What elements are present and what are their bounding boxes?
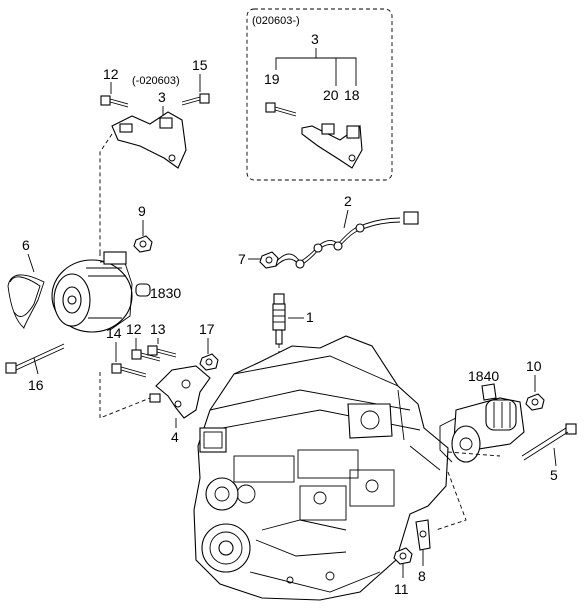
alternator xyxy=(51,251,133,333)
leader-3-inset xyxy=(275,57,357,86)
callout-12-low: 12 xyxy=(126,321,142,337)
nut-17 xyxy=(199,353,219,371)
callout-1: 1 xyxy=(306,309,314,325)
callout-3-inset: 3 xyxy=(311,31,319,47)
callout-15: 15 xyxy=(192,57,208,73)
callout-8: 8 xyxy=(418,568,426,584)
dash-bracket-8 xyxy=(435,471,467,531)
bolt-12-top xyxy=(100,95,129,108)
callout-16: 16 xyxy=(28,377,44,393)
engine-block xyxy=(193,335,449,601)
bolt-19 xyxy=(265,102,297,117)
nut-7 xyxy=(259,251,279,269)
callout-1840: 1840 xyxy=(468,368,499,384)
bolt-13 xyxy=(147,345,177,358)
callout-14: 14 xyxy=(106,325,122,341)
callout-20: 20 xyxy=(323,87,339,103)
callout-19: 19 xyxy=(264,71,280,87)
callout-13: 13 xyxy=(150,321,166,337)
dash-starter xyxy=(447,451,501,457)
callout-2: 2 xyxy=(344,193,352,209)
callout-7: 7 xyxy=(238,251,246,267)
callout-5: 5 xyxy=(550,467,558,483)
glow-plug xyxy=(272,293,286,345)
callout-3-main: 3 xyxy=(158,89,166,105)
nut-11 xyxy=(393,547,413,565)
callout-17: 17 xyxy=(199,321,215,337)
callout-9: 9 xyxy=(138,203,146,219)
callout-10: 10 xyxy=(526,358,542,374)
v-belt xyxy=(7,274,45,329)
dash-bracket-alt xyxy=(99,133,113,252)
inset-date-code: (020603-) xyxy=(252,15,300,27)
bolt-16 xyxy=(5,343,65,374)
glow-harness xyxy=(275,211,419,269)
callout-18: 18 xyxy=(344,87,360,103)
callout-6: 6 xyxy=(22,237,30,253)
callout-1830: 1830 xyxy=(150,285,181,301)
nut-9 xyxy=(133,235,153,253)
starter-motor xyxy=(439,397,525,463)
main-date-code: (-020603) xyxy=(132,75,180,87)
nut-10 xyxy=(525,393,545,411)
bracket-main xyxy=(111,111,187,169)
callout-4: 4 xyxy=(171,429,179,445)
bracket-4 xyxy=(149,365,211,419)
connector-1830 xyxy=(135,283,151,297)
connector-1840 xyxy=(481,383,497,401)
callout-12-top: 12 xyxy=(103,66,119,82)
dash-bracket-4 xyxy=(99,372,151,419)
inset-box xyxy=(246,8,393,181)
bolt-14 xyxy=(111,363,147,378)
bracket-8 xyxy=(415,519,431,551)
bracket-inset xyxy=(301,123,363,169)
callout-11: 11 xyxy=(394,581,409,597)
bolt-5 xyxy=(521,423,577,461)
bolt-15 xyxy=(181,93,210,106)
